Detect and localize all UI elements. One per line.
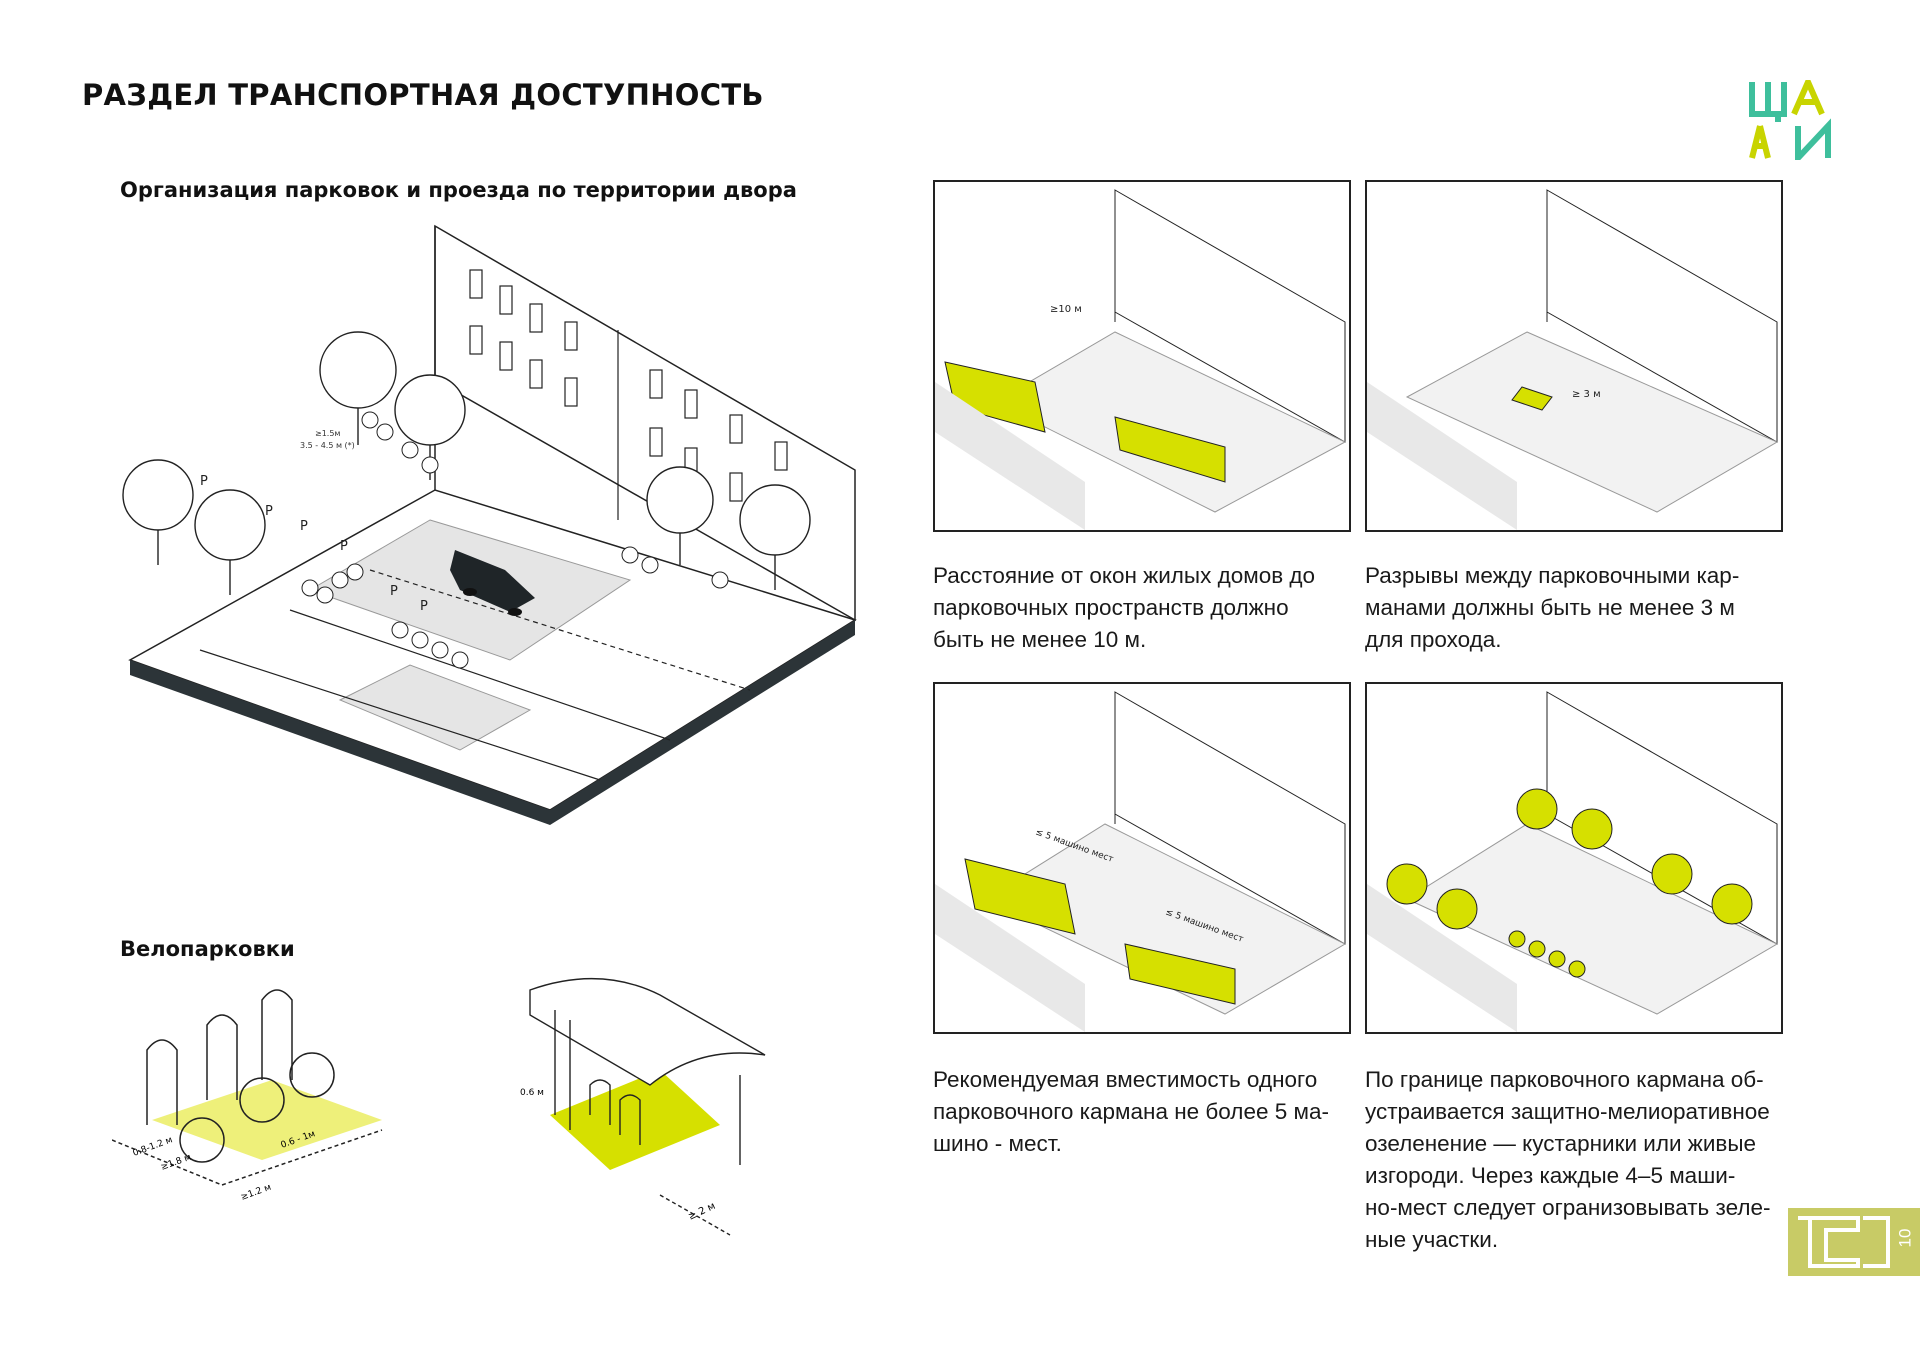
bike-rack-illustration: 0.8-1.2 м ≥1.8 м 0.6 - 1м ≥1.2 м xyxy=(112,989,383,1203)
dim-label: ≥1.5м xyxy=(315,429,340,438)
svg-text:P: P xyxy=(340,539,348,554)
caption-protective-greenery: По границе парковочного кармана об-устра… xyxy=(1365,1067,1771,1252)
logo-icon xyxy=(1749,80,1831,160)
svg-text:P: P xyxy=(420,599,428,614)
svg-text:≥1.8 м: ≥1.8 м xyxy=(160,1153,193,1173)
dim-label: 3.5 - 4.5 м (*) xyxy=(300,441,355,450)
svg-text:≥1.2 м: ≥1.2 м xyxy=(240,1183,273,1203)
panel-gap-between-pockets: ≥ 3 м xyxy=(1365,180,1783,532)
svg-text:0.6 м: 0.6 м xyxy=(520,1088,544,1098)
panel-window-distance: ≥10 м xyxy=(933,180,1351,532)
parking-heading: Организация парковок и проезда по террит… xyxy=(120,178,797,202)
bike-heading: Велопарковки xyxy=(120,937,295,961)
panel-protective-greenery xyxy=(1365,682,1783,1034)
page-number: 10 xyxy=(1895,1228,1915,1248)
svg-text:≥ 2 м: ≥ 2 м xyxy=(687,1201,718,1223)
section-icon xyxy=(1798,1216,1890,1268)
svg-text:0.8-1.2 м: 0.8-1.2 м xyxy=(132,1135,174,1159)
svg-text:P: P xyxy=(390,584,398,599)
page-number-badge xyxy=(1788,1208,1920,1276)
svg-text:P: P xyxy=(200,474,208,489)
car-icon xyxy=(450,550,535,616)
caption-gap-between-pockets: Разрывы между парковочными кар-манами до… xyxy=(1365,563,1740,652)
svg-text:P: P xyxy=(265,504,273,519)
svg-text:P: P xyxy=(300,519,308,534)
panel-pocket-capacity: ≤ 5 машино мест ≤ 5 машино мест xyxy=(933,682,1351,1034)
svg-text:≥ 3 м: ≥ 3 м xyxy=(1572,389,1601,400)
courtyard-illustration: P P P P P P 3.5 - 4.5 м (*) ≥1.5м xyxy=(122,224,857,825)
bike-shelter-illustration: 0.6 м ≥ 2 м xyxy=(520,978,766,1236)
svg-text:≥10 м: ≥10 м xyxy=(1050,304,1082,315)
page-title: РАЗДЕЛ ТРАНСПОРТНАЯ ДОСТУПНОСТЬ xyxy=(82,78,764,112)
